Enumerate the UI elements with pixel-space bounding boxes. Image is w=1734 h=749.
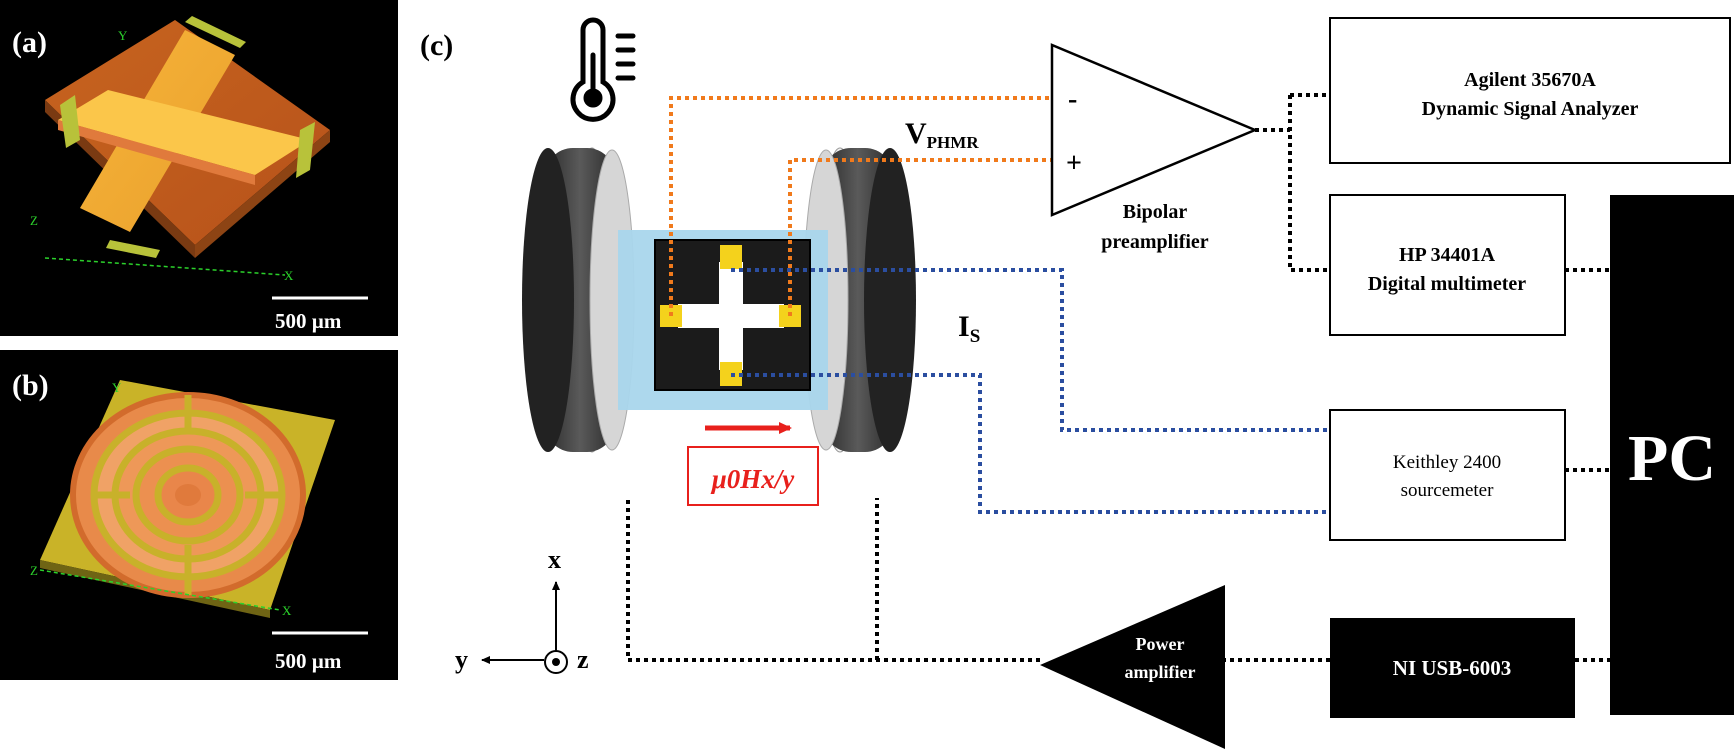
multimeter-line2: Digital multimeter xyxy=(1368,273,1526,295)
axis-line-x-b xyxy=(39,569,281,611)
bipolar-preamplifier: - + Bipolar preamplifier xyxy=(1050,43,1259,253)
axis-label-y: Y xyxy=(118,28,128,43)
signal-analyzer-line1: Agilent 35670A xyxy=(1464,69,1596,91)
preamp-label-2: preamplifier xyxy=(1101,231,1209,253)
scale-bar-label-b: 500 µm xyxy=(275,649,342,673)
voltage-label: VPHMR xyxy=(905,117,979,152)
preamp-label-1: Bipolar xyxy=(1123,201,1188,223)
axis-label-z-b: Z xyxy=(30,563,38,578)
multimeter-box: HP 34401A Digital multimeter xyxy=(1329,194,1566,336)
sourcemeter-line2: sourcemeter xyxy=(1401,480,1495,501)
coordinate-axes: x y z xyxy=(455,545,589,674)
preamp-plus: + xyxy=(1066,148,1082,179)
field-label-box xyxy=(687,446,819,506)
power-amplifier: Power amplifier xyxy=(1040,585,1225,749)
daq-label: NI USB-6003 xyxy=(1393,656,1511,680)
sourcemeter-line1: Keithley 2400 xyxy=(1393,452,1501,473)
panel-label-c: (c) xyxy=(420,29,453,62)
axis-line-x xyxy=(44,257,286,276)
cross-pattern xyxy=(678,262,784,370)
multimeter-line1: HP 34401A xyxy=(1399,244,1496,266)
signal-analyzer-box: Agilent 35670A Dynamic Signal Analyzer xyxy=(1329,17,1731,164)
pc-label: PC xyxy=(1628,422,1716,495)
helmholtz-coil-left xyxy=(522,147,635,453)
daq-box: NI USB-6003 xyxy=(1330,618,1575,718)
field-label: μ0Hx/y xyxy=(710,464,796,494)
coordinate-y-label: y xyxy=(455,645,468,674)
panel-label-b: (b) xyxy=(12,369,49,402)
signal-analyzer-line2: Dynamic Signal Analyzer xyxy=(1422,98,1639,120)
power-amp-label-1: Power xyxy=(1136,634,1185,654)
axis-label-x: X xyxy=(284,268,294,283)
axis-label-y-b: Y xyxy=(112,380,122,395)
panel-b: Y Z X (b) 500 µm xyxy=(0,350,398,680)
sourcemeter-box: Keithley 2400 sourcemeter xyxy=(1329,409,1566,541)
pc-box: PC xyxy=(1610,195,1734,715)
panel-a: Y Z X (a) 500 µm xyxy=(0,0,398,336)
coordinate-z-label: z xyxy=(577,645,589,674)
thermometer-icon xyxy=(570,17,636,122)
cross-device-3d xyxy=(45,16,330,258)
pad-top xyxy=(720,245,742,269)
panel-c: (c) xyxy=(420,17,1734,749)
current-label: IS xyxy=(958,310,980,347)
current-wires xyxy=(731,268,1330,514)
power-amp-label-2: amplifier xyxy=(1125,662,1196,682)
panel-label-a: (a) xyxy=(12,26,47,59)
signal-wires xyxy=(626,93,1610,662)
axis-label-z: Z xyxy=(30,213,38,228)
coordinate-x-label: x xyxy=(548,545,561,574)
sense-wires xyxy=(669,96,1052,316)
scale-bar-label: 500 µm xyxy=(275,309,342,333)
preamp-minus: - xyxy=(1068,84,1077,115)
labyrinth-device-3d xyxy=(40,380,335,618)
axis-label-x-b: X xyxy=(282,603,292,618)
